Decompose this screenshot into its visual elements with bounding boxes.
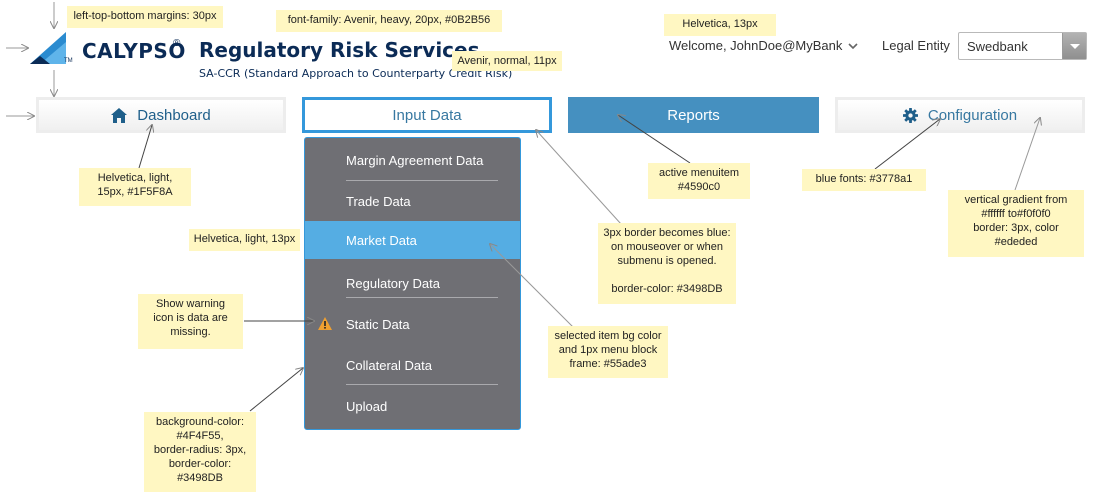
annotation-warning: Show warning icon is data are missing. [138,294,243,349]
legal-entity-value: Swedbank [967,39,1028,54]
menu-dashboard-label: Dashboard [137,106,211,124]
page-subtitle: SA-CCR (Standard Approach to Counterpart… [199,67,513,80]
logo-registered: ® [173,38,181,49]
gear-icon [902,107,918,123]
annotation-title-font: font-family: Avenir, heavy, 20px, #0B2B5… [276,10,502,32]
submenu-item-label: Upload [346,399,388,414]
logo-tm: TM [64,58,73,64]
menu-input-data-label: Input Data [392,106,462,124]
annotation-line: and 1px menu block [558,344,658,356]
annotation-line: background-color: [155,416,245,428]
submenu-item-market-data[interactable]: Market Data [305,221,520,259]
annotation-line: #3498DB [177,472,223,484]
menu-input-data[interactable]: Input Data [302,97,552,133]
submenu-item-static-data[interactable]: Static Data [305,305,520,343]
annotation-selected-style: selected item bg color and 1px menu bloc… [548,326,668,378]
annotation-line: frame: #55ade3 [569,358,647,370]
annotation-line: border-color: [168,458,232,470]
annotation-gradient: vertical gradient from #ffffff to#f0f0f0… [948,190,1084,257]
annotation-line: missing. [170,326,211,338]
submenu-divider [346,180,498,181]
home-icon [111,107,128,123]
chevron-down-icon [848,42,858,49]
annotation-line: vertical gradient from [964,194,1068,206]
user-menu[interactable]: Welcome, JohnDoe@MyBank [669,38,859,53]
annotation-line: selected item bg color [554,330,662,342]
menu-reports[interactable]: Reports [568,97,819,133]
annotation-submenu-font: Helvetica, light, 13px [189,229,300,251]
annotation-line: submenu is opened. [617,255,717,267]
annotation-border-style: 3px border becomes blue: on mouseover or… [598,223,736,304]
legal-entity-select[interactable]: Swedbank [958,32,1087,60]
logo-text: CALYPSO [82,39,186,63]
annotation-line: border-radius: 3px, [153,444,247,456]
submenu-item-collateral-data[interactable]: Collateral Data [305,346,520,384]
menu-configuration-label: Configuration [927,106,1018,124]
menu-reports-label: Reports [667,106,720,124]
annotation-line: #4590c0 [677,181,721,193]
annotation-line: active menuitem [658,167,740,179]
submenu-item-upload[interactable]: Upload [305,387,520,425]
menu-configuration[interactable]: Configuration [835,97,1085,133]
input-data-submenu: Margin Agreement Data Trade Data Market … [304,137,521,430]
annotation-active-style: active menuitem #4590c0 [648,163,750,199]
annotation-line: #ffffff to#f0f0f0 [981,208,1051,220]
user-welcome-text: Welcome, JohnDoe@MyBank [669,38,843,53]
submenu-item-label: Static Data [346,317,410,332]
submenu-item-label: Regulatory Data [346,276,440,291]
annotation-line: on mouseover or when [611,241,723,253]
annotation-line: icon is data are [153,312,228,324]
annotation-subtitle-font: Avenir, normal, 11px [452,51,562,71]
annotation-line: border-color: #3498DB [611,283,723,295]
submenu-item-label: Margin Agreement Data [346,153,484,168]
warning-icon [318,317,332,330]
annotation-line: #ededed [994,236,1038,248]
submenu-item-trade-data[interactable]: Trade Data [305,182,520,220]
submenu-item-label: Trade Data [346,194,411,209]
submenu-item-label: Market Data [346,233,417,248]
submenu-item-label: Collateral Data [346,358,432,373]
annotation-line: Helvetica, light, [97,172,173,184]
page-title: Regulatory Risk Services [199,38,480,62]
calypso-logo-icon [30,32,66,64]
annotation-margins: left-top-bottom margins: 30px [67,6,223,28]
submenu-item-regulatory-data[interactable]: Regulatory Data [305,264,520,302]
annotation-line: Show warning [155,298,226,310]
annotation-line: 3px border becomes blue: [603,227,731,239]
submenu-item-margin-agreement-data[interactable]: Margin Agreement Data [305,141,520,179]
annotation-line: 15px, #1F5F8A [97,186,173,198]
submenu-divider [346,384,498,385]
annotation-line: #4F4F55, [176,430,224,442]
calypso-logo[interactable]: TM CALYPSO ® [30,30,190,68]
annotation-line: border: 3px, color [973,222,1059,234]
menu-dashboard[interactable]: Dashboard [36,97,286,133]
annotation-dropdown-style: background-color: #4F4F55, border-radius… [144,412,256,492]
annotation-blue-fonts: blue fonts: #3778a1 [802,169,926,191]
annotation-menu-font: Helvetica, light, 15px, #1F5F8A [79,168,191,206]
submenu-divider [346,297,498,298]
annotation-welcome-font: Helvetica, 13px [664,14,776,36]
chevron-down-icon[interactable] [1062,33,1086,59]
annotation-line [602,268,732,282]
legal-entity-label: Legal Entity [882,38,950,53]
